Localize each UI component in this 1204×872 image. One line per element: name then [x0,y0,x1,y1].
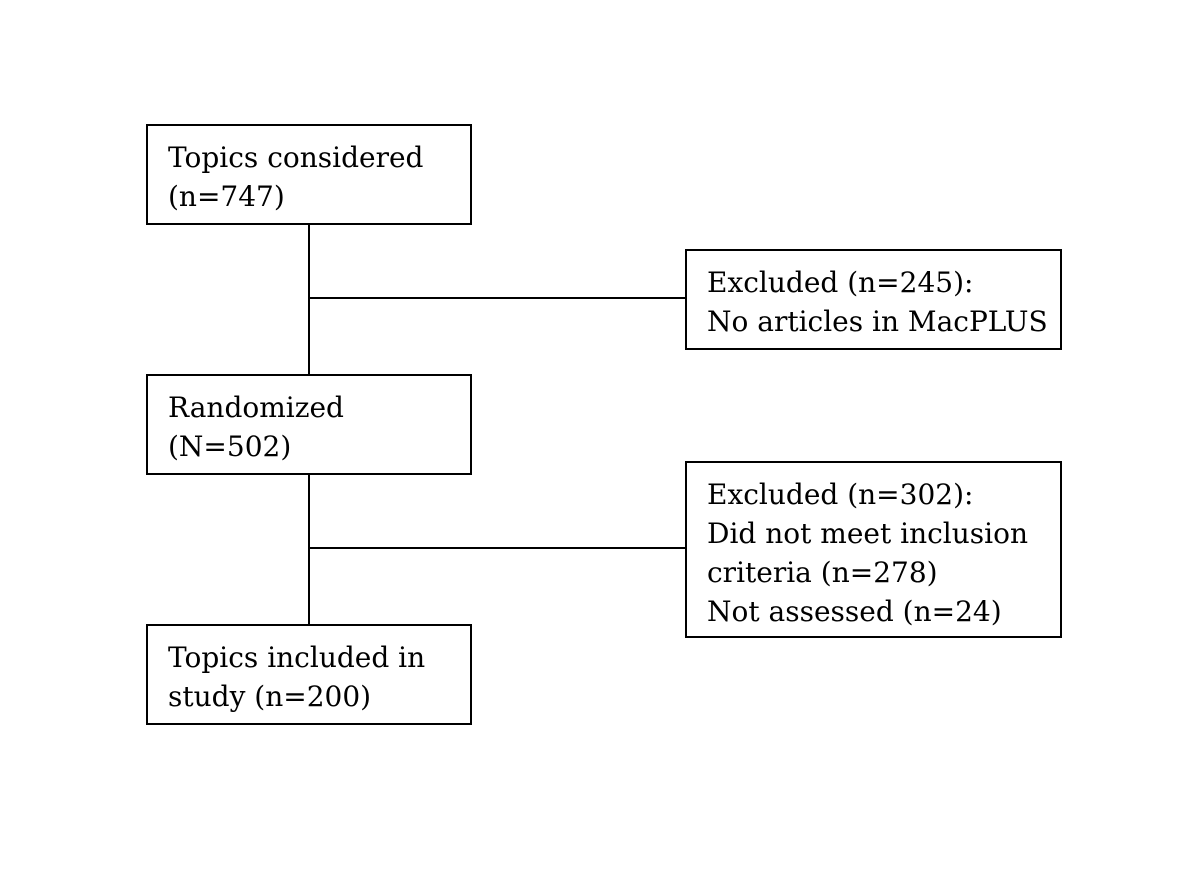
included-line-1: Topics included in [168,641,426,674]
excluded-2-line-3: criteria (n=278) [707,556,938,589]
connector-to-excluded-1 [308,297,686,299]
topics-considered-line-2: (n=747) [168,180,285,213]
connector-to-excluded-2 [308,547,686,549]
topics-included-box: Topics included in study (n=200) [146,624,472,725]
topics-considered-line-1: Topics considered [168,141,424,174]
excluded-1-line-1: Excluded (n=245): [707,266,974,299]
excluded-1-line-2: No articles in MacPLUS [707,305,1048,338]
excluded-no-articles-box: Excluded (n=245): No articles in MacPLUS [685,249,1062,350]
excluded-2-line-4: Not assessed (n=24) [707,595,1002,628]
randomized-line-1: Randomized [168,391,344,424]
randomized-line-2: (N=502) [168,430,292,463]
excluded-2-line-2: Did not meet inclusion [707,517,1028,550]
topics-considered-box: Topics considered (n=747) [146,124,472,225]
excluded-inclusion-criteria-box: Excluded (n=302): Did not meet inclusion… [685,461,1062,638]
randomized-box: Randomized (N=502) [146,374,472,475]
included-line-2: study (n=200) [168,680,372,713]
connector-considered-to-randomized [308,224,310,375]
excluded-2-line-1: Excluded (n=302): [707,478,974,511]
connector-randomized-to-included [308,474,310,625]
